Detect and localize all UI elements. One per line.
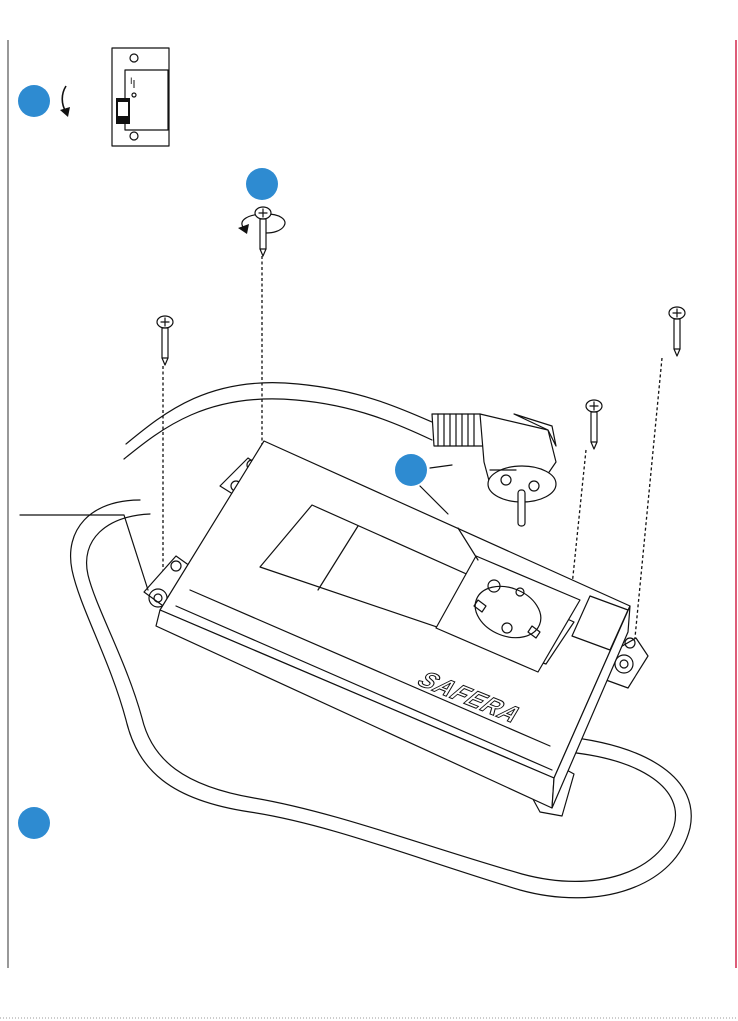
screw-icon [669,307,685,356]
safera-power-unit: SAFERA [144,441,648,816]
step-marker-4 [18,807,50,839]
screw-icon [586,400,602,449]
screw-rotate-icon [238,207,285,256]
step-marker-3 [395,454,427,486]
plug-callout-line [430,465,452,468]
power-plug-icon [432,414,556,526]
arrow-down-curved-icon [60,86,70,117]
screw-path-rear-right [634,358,662,648]
switch-position-label: I [130,76,133,86]
circuit-breaker-icon: I [112,48,169,146]
screw-icon [157,316,173,365]
step-marker-1 [18,85,50,117]
cable-callout-line [20,515,148,590]
step-marker-2 [246,168,278,200]
